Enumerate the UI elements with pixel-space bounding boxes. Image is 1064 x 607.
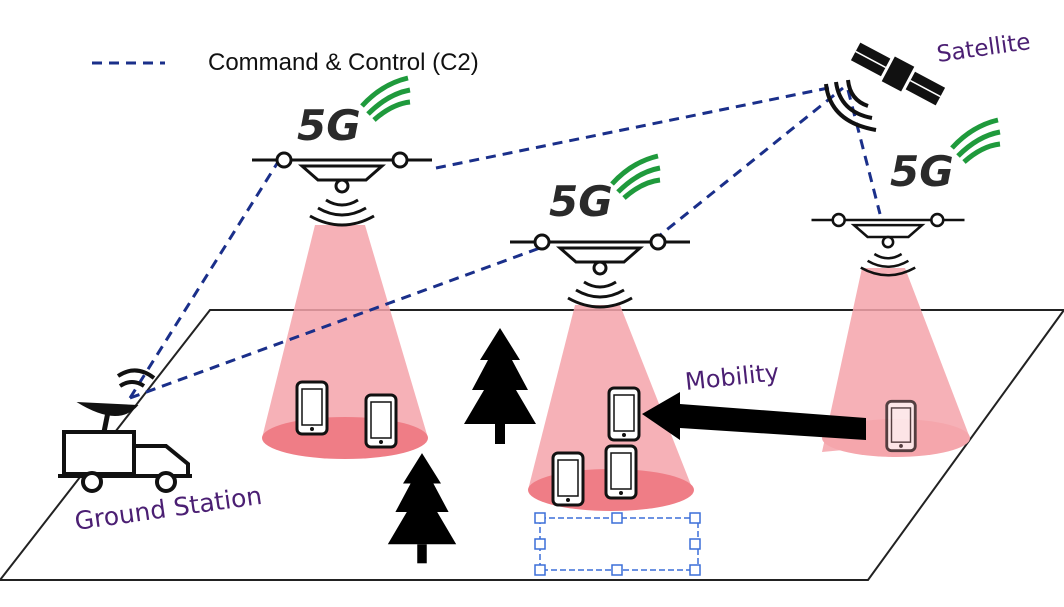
coverage-area-1: [262, 417, 428, 459]
smartphone-icon: [885, 399, 917, 453]
drone-1: 5G: [250, 78, 434, 227]
smartphone-icon: [604, 444, 638, 500]
drone-3: 5G: [810, 120, 1001, 277]
dish-antenna-icon: [76, 368, 156, 433]
legend-label: Command & Control (C2): [208, 49, 479, 76]
arrow-left-icon: [642, 392, 866, 440]
drone-2: 5G: [508, 156, 692, 309]
c2-link-ground-drone2: [129, 243, 549, 400]
drone-icon: [810, 212, 966, 277]
satellite-label: Satellite: [935, 29, 1032, 68]
smartphone-icon: [364, 393, 398, 449]
signal-icon: [612, 156, 660, 198]
satellite-signal-icon: [824, 79, 877, 132]
smartphone-icon: [295, 380, 329, 436]
c2-link-drone1-satellite: [435, 84, 839, 170]
5g-badge-1: 5G: [297, 101, 361, 150]
5g-badge-2: 5G: [549, 177, 613, 226]
signal-icon: [952, 120, 1000, 162]
selection-box[interactable]: [534, 512, 701, 576]
selection-handles[interactable]: [534, 512, 701, 576]
smartphone-icon: [551, 451, 585, 507]
ground-station-truck-icon: [58, 430, 192, 493]
c2-link-drone2-satellite: [653, 86, 844, 242]
smartphone-icon: [607, 386, 641, 442]
satellite-icon: [850, 42, 946, 106]
5g-badge-3: 5G: [890, 147, 954, 196]
drone-icon: [508, 233, 692, 309]
c2-link-ground-drone1: [128, 161, 280, 399]
drone-icon: [250, 151, 434, 227]
ground-plane: [0, 309, 1064, 581]
beam-3: [822, 268, 970, 452]
signal-icon: [362, 78, 410, 120]
